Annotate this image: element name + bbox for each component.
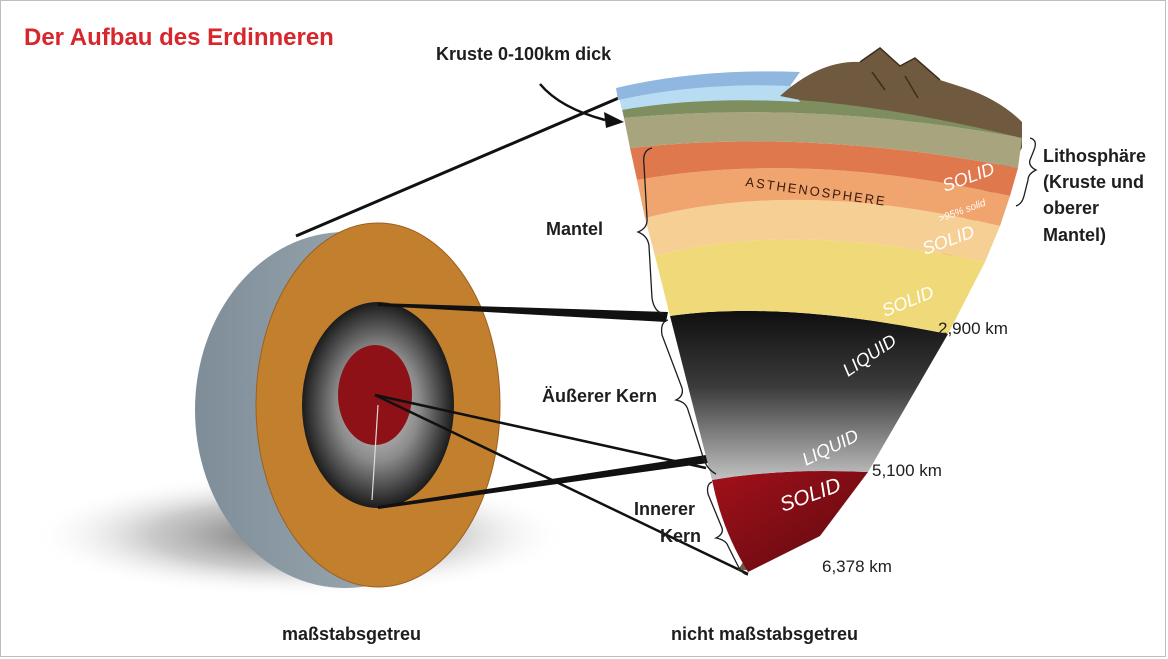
caption-not-to-scale: nicht maßstabsgetreu (671, 624, 858, 644)
label-inner-core-1: Innerer (634, 499, 695, 519)
diagram-title: Der Aufbau des Erdinneren (24, 24, 334, 51)
depth-5100: 5,100 km (872, 461, 942, 480)
label-lithosphere-4: Mantel) (1043, 225, 1106, 245)
depth-2900: 2,900 km (938, 319, 1008, 338)
depth-6378: 6,378 km (822, 557, 892, 576)
label-outer-core: Äußerer Kern (542, 386, 657, 406)
label-lithosphere-2: (Kruste und (1043, 172, 1144, 192)
label-inner-core-2: Kern (660, 526, 701, 546)
label-mantle: Mantel (546, 219, 603, 239)
layer-wedge: SOLID >95% solid SOLID SOLID LIQUID LIQU… (616, 48, 1022, 572)
label-lithosphere-3: oberer (1043, 198, 1099, 218)
label-lithosphere-1: Lithosphäre (1043, 146, 1146, 166)
sphere-cutaway (30, 223, 570, 597)
caption-to-scale: maßstabsgetreu (282, 624, 421, 644)
crust-arrow (540, 84, 624, 128)
label-crust: Kruste 0-100km dick (436, 44, 612, 64)
